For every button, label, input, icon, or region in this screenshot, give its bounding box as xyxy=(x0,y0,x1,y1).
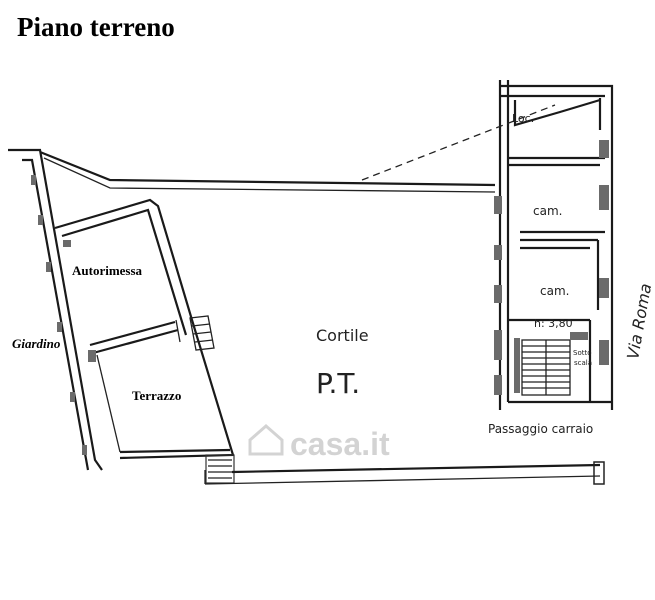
label-passaggio-carraio: Passaggio carraio xyxy=(488,422,593,436)
label-giardino: Giardino xyxy=(12,336,61,351)
label-scala: scala xyxy=(574,359,592,367)
dashed-projection-line xyxy=(361,104,556,181)
label-cam-1: cam. xyxy=(533,204,562,218)
right-building xyxy=(494,80,614,410)
staircase xyxy=(521,339,571,396)
left-building-walls xyxy=(8,148,103,471)
label-sotto-scala: Sotto xyxy=(573,349,592,357)
label-height: h: 3,80 xyxy=(534,317,573,330)
label-cortile: Cortile xyxy=(316,326,369,345)
label-cam-2: cam. xyxy=(540,284,569,298)
courtyard-top-wall xyxy=(39,150,496,193)
page-title: Piano terreno xyxy=(17,12,175,42)
label-top-room: Loc. xyxy=(512,112,534,125)
label-via-roma: Via Roma xyxy=(623,282,655,361)
label-autorimessa: Autorimessa xyxy=(72,263,143,278)
house-logo-icon xyxy=(248,424,284,456)
watermark-text: casa.it xyxy=(290,426,390,462)
label-pt: P.T. xyxy=(316,367,360,400)
label-terrazzo: Terrazzo xyxy=(132,388,181,403)
courtyard-bottom-wall xyxy=(204,461,605,485)
casa-it-watermark: casa.it xyxy=(248,424,390,462)
garage-terrace-block xyxy=(54,198,235,484)
